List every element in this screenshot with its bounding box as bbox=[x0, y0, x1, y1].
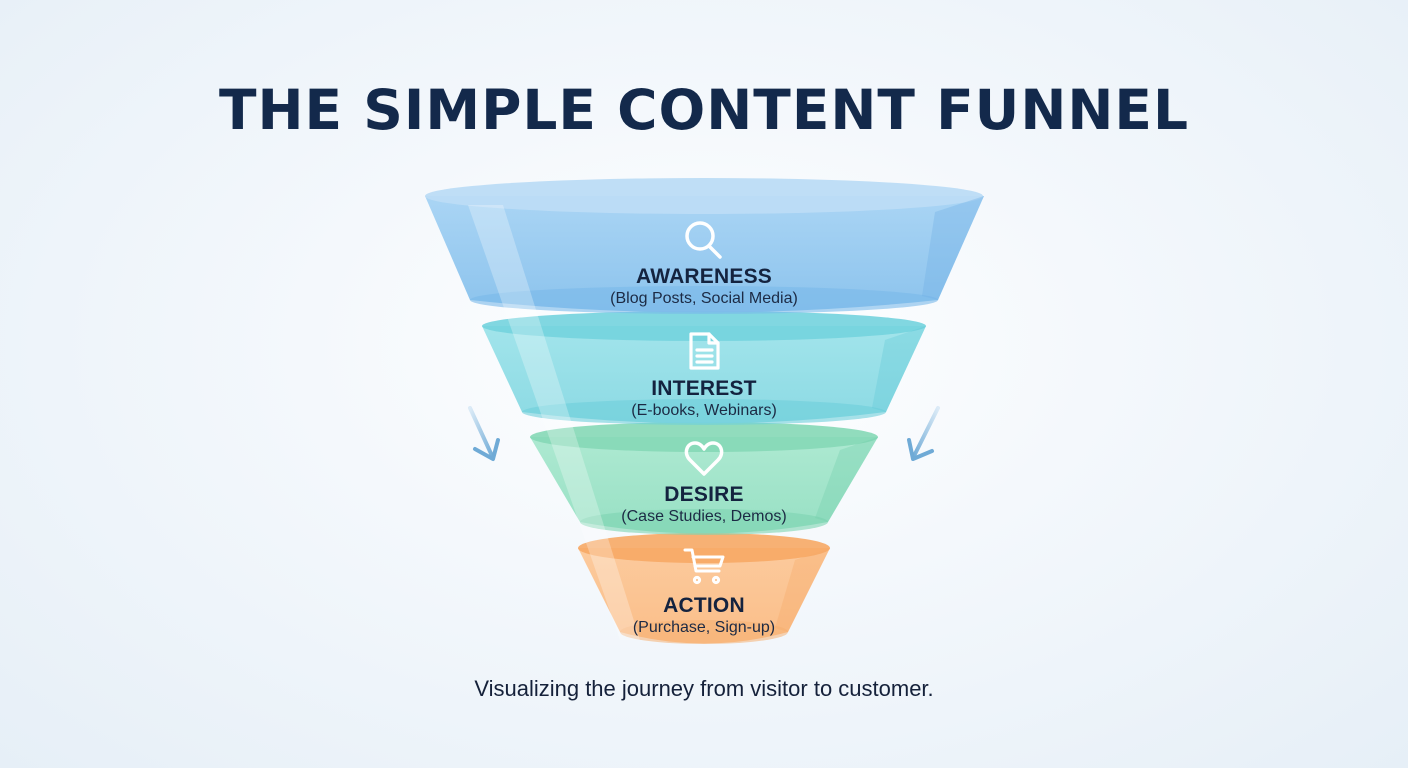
heart-icon bbox=[684, 441, 724, 476]
funnel-stage-action bbox=[578, 533, 830, 644]
caption: Visualizing the journey from visitor to … bbox=[474, 676, 934, 701]
search-icon bbox=[685, 221, 722, 259]
stage-action-text: ACTION (Purchase, Sign-up) bbox=[0, 594, 1408, 638]
stage-label: AWARENESS bbox=[636, 265, 772, 288]
page-title: THE SIMPLE CONTENT FUNNEL bbox=[219, 78, 1189, 142]
stage-bottom-shade bbox=[580, 509, 828, 535]
stage-body bbox=[482, 326, 926, 424]
stage-side-shade bbox=[872, 326, 926, 412]
stage-rim bbox=[482, 311, 926, 341]
stage-interest-text: INTEREST (E-books, Webinars) bbox=[0, 377, 1408, 421]
stage-body bbox=[578, 548, 830, 644]
stage-subtitle: (Case Studies, Demos) bbox=[621, 508, 787, 525]
stage-body bbox=[425, 196, 984, 313]
stage-side-shade bbox=[775, 548, 830, 632]
stage-subtitle: (Purchase, Sign-up) bbox=[632, 619, 776, 636]
funnel-stage-awareness bbox=[425, 178, 984, 314]
arrow-down-left-icon bbox=[907, 406, 940, 461]
stage-awareness-text: AWARENESS (Blog Posts, Social Media) bbox=[0, 265, 1408, 309]
stage-rim bbox=[578, 533, 830, 563]
stage-side-shade bbox=[922, 196, 984, 300]
funnel-stage-interest bbox=[482, 311, 926, 425]
stage-rim bbox=[425, 178, 983, 214]
stage-desire-text: DESIRE (Case Studies, Demos) bbox=[0, 483, 1408, 527]
stage-label: DESIRE bbox=[664, 483, 744, 506]
arrow-down-right-icon bbox=[468, 406, 500, 461]
glass-highlight bbox=[468, 205, 640, 640]
stage-label: ACTION bbox=[663, 594, 745, 617]
stage-subtitle: (E-books, Webinars) bbox=[631, 402, 777, 419]
stage-body bbox=[530, 437, 878, 534]
stage-bottom-shade bbox=[470, 286, 938, 314]
funnel-stage-desire bbox=[530, 422, 878, 535]
stage-bottom-shade bbox=[620, 620, 788, 644]
shopping-cart-icon bbox=[683, 548, 725, 585]
stage-label: INTEREST bbox=[651, 377, 757, 400]
stage-bottom-shade bbox=[522, 399, 886, 425]
stage-rim bbox=[530, 422, 878, 452]
document-icon bbox=[689, 332, 720, 370]
stage-side-shade bbox=[815, 437, 878, 522]
stage-subtitle: (Blog Posts, Social Media) bbox=[610, 290, 798, 307]
